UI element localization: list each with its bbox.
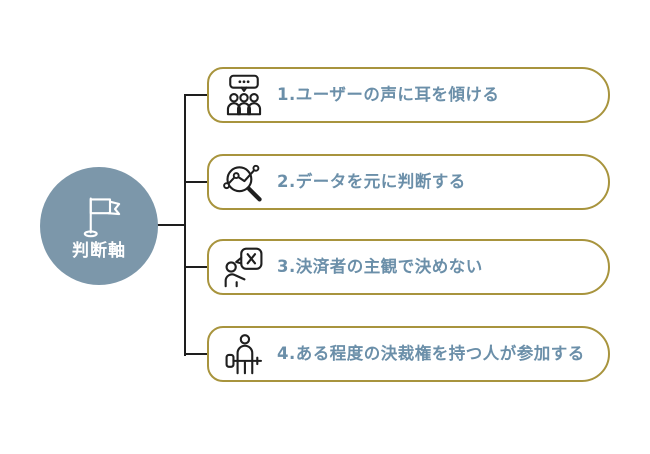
connector-branch-4 bbox=[184, 353, 208, 356]
connector-root-line bbox=[150, 224, 186, 227]
data-magnifier-icon bbox=[221, 159, 267, 205]
item-label-4: 4.ある程度の決裁権を持つ人が参加する bbox=[277, 344, 585, 364]
audience-speech-icon bbox=[221, 72, 267, 118]
root-node-label: 判断軸 bbox=[72, 240, 126, 261]
item-label-2: 2.データを元に判断する bbox=[277, 172, 466, 192]
item-box-2: 2.データを元に判断する bbox=[207, 154, 610, 210]
item-box-1: 1.ユーザーの声に耳を傾ける bbox=[207, 67, 610, 123]
person-x-bubble-icon bbox=[221, 244, 267, 290]
item-label-3: 3.決済者の主観で決めない bbox=[277, 257, 483, 277]
connector-trunk-line bbox=[184, 94, 187, 356]
flag-icon bbox=[77, 193, 121, 239]
root-node-judgment-axis: 判断軸 bbox=[40, 167, 158, 285]
connector-branch-3 bbox=[184, 266, 208, 269]
item-box-4: 4.ある程度の決裁権を持つ人が参加する bbox=[207, 326, 610, 382]
connector-branch-2 bbox=[184, 181, 208, 184]
connector-branch-1 bbox=[184, 94, 208, 97]
item-label-1: 1.ユーザーの声に耳を傾ける bbox=[277, 85, 500, 105]
item-box-3: 3.決済者の主観で決めない bbox=[207, 239, 610, 295]
person-gavel-icon bbox=[221, 331, 267, 377]
